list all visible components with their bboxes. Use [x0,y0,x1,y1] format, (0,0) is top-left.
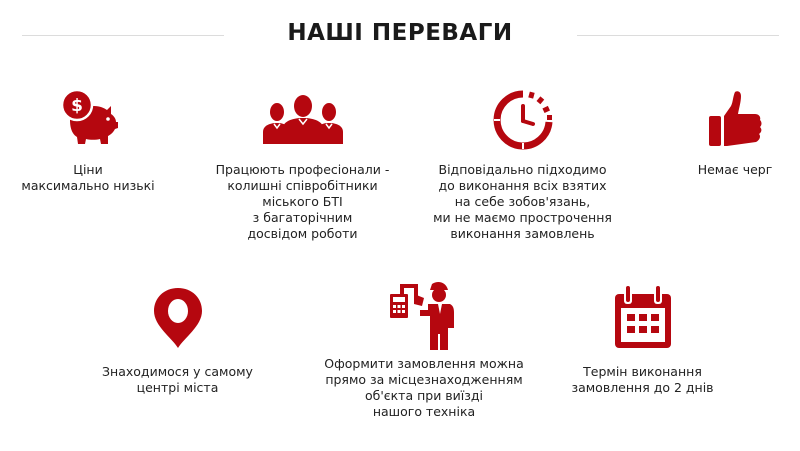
feature-text: Оформити замовлення можна прямо за місце… [324,356,524,419]
technician-calculator-icon [390,282,454,350]
svg-text:$: $ [71,96,83,116]
feature-onsite-order: Оформити замовлення можна прямо за місце… [305,280,543,420]
feature-text: Відповідально підходимо до виконання всі… [433,162,612,241]
feature-responsibility: Відповідально підходимо до виконання всі… [415,88,630,242]
feature-text: Термін виконання замовлення до 2 днів [571,364,714,395]
feature-text: Немає черг [697,162,773,177]
calendar-icon [614,286,671,348]
feature-professionals: Працюють професіонали - колишні співробі… [195,88,410,242]
feature-two-days: Термін виконання замовлення до 2 днів [555,286,730,396]
header-divider-right [577,35,779,36]
feature-text: Знаходимося у самому центрі міста [102,364,253,395]
section-title: НАШІ ПЕРЕВАГИ [287,20,513,46]
business-team-icon [262,95,343,144]
feature-no-queues: Немає черг [670,88,800,178]
map-pin-icon [153,288,202,348]
feature-city-center: Знаходимося у самому центрі міста [85,286,270,396]
clock-deadline-icon [493,90,552,150]
feature-text: Працюють професіонали - колишні співробі… [215,162,390,241]
thumbs-up-icon [709,91,762,146]
header-divider-left [22,35,224,36]
piggy-bank-dollar-icon: $ [60,88,118,144]
feature-text: Ціни максимально низькі [21,162,155,193]
section-header: НАШІ ПЕРЕВАГИ [0,0,800,70]
feature-low-prices: $ Ціни максимально низькі [0,88,176,194]
